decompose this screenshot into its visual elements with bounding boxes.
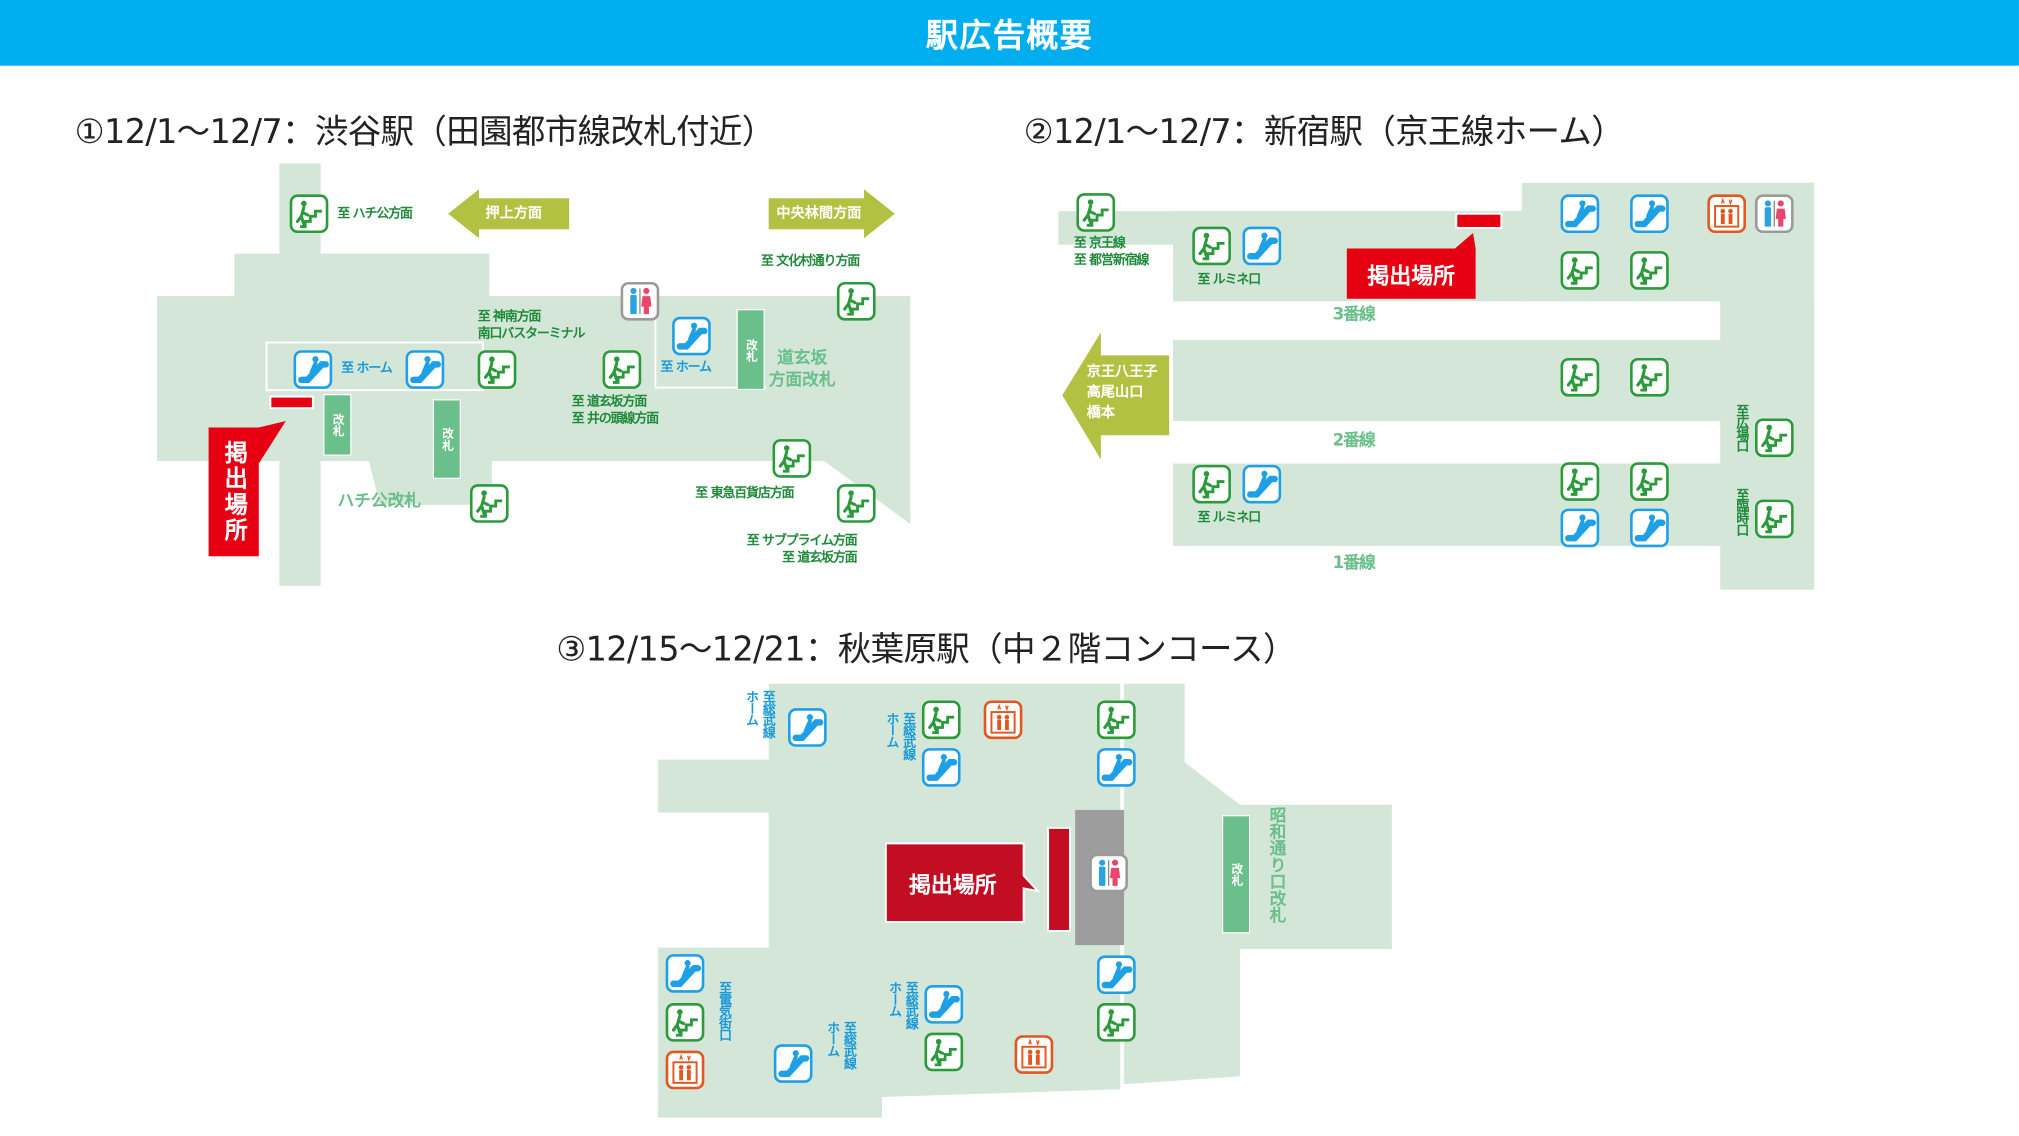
label-subprime: 至 サブプライム方面 至 道玄坂方面 [746,534,858,566]
stairs-icon [665,1003,705,1042]
akihabara-map [657,683,1392,1118]
label-track-1: 1番線 [1332,553,1376,573]
stairs-icon [289,194,329,234]
stairs-icon [836,484,876,523]
escalator-icon [1630,194,1669,234]
escalator-icon [788,708,827,747]
label-to-platform: 至 ホーム [660,360,712,375]
label-tokyu: 至 東急百貨店方面 [695,486,794,501]
stairs-icon [924,1032,964,1072]
label-sobu-platform: 至総武線 ホーム [883,712,915,760]
stairs-icon [1630,251,1669,290]
escalator-icon [924,985,964,1024]
label-track-3: 3番線 [1332,305,1376,325]
shibuya-title: ①12/1～12/7：渋谷駅（田園都市線改札付近） [74,113,776,152]
escalator-icon [1097,748,1136,787]
label-hachiko-direction: 至 ハチ公方面 [337,207,413,222]
escalator-icon [773,1044,813,1083]
stairs-icon [1754,418,1794,458]
label-dogenzaka-gate: 道玄坂 方面改札 [768,348,836,391]
elevator-icon [983,700,1023,740]
chuorinkan-arrow-label: 中央林間方面 [776,204,862,222]
oshiage-arrow-label: 押上方面 [485,204,543,222]
ticket-gate: 改札 [1221,815,1251,934]
label-rinji-exit: 至臨時口 [1733,488,1748,536]
escalator-icon [665,954,705,993]
page-title: 駅広告概要 [925,16,1094,54]
label-dogenzaka-inokashira: 至 道玄坂方面 至 井の頭線方面 [571,395,659,427]
stairs-icon [1097,700,1136,740]
stairs-icon [477,350,517,389]
stairs-icon [1192,226,1231,266]
stairs-icon [1192,464,1231,504]
escalator-icon [921,748,961,787]
escalator-icon [672,316,711,356]
escalator-icon [1560,194,1600,234]
shinjuku-map [1058,182,1815,590]
escalator-icon [1630,508,1669,548]
label-showa-dori-gate: 昭和通り口改札 [1265,806,1286,924]
ad-location-callout: 掲出場所 [1367,263,1455,290]
ad-callout-shape [208,421,286,557]
elevator-icon [1707,194,1746,234]
restroom-icon [1754,194,1794,234]
stairs-icon [1754,499,1794,539]
label-sobu-platform: 至総武線 ホーム [824,1021,855,1069]
restroom-icon [1089,853,1128,893]
stairs-icon [1076,193,1116,232]
header-bar: 駅広告概要 [0,0,2019,66]
stairs-icon [921,700,961,740]
stairs-icon [1560,251,1600,290]
stairs-icon [1560,357,1600,397]
label-keio-toei: 至 京王線 至 都営新宿線 [1073,236,1150,268]
escalator-icon [1242,464,1282,504]
label-denkigai-exit: 至電気街口 [715,981,731,1041]
escalator-icon [1097,955,1136,995]
label-bunkamura: 至 文化村通り方面 [760,254,860,270]
akihabara-title: ③12/15～12/21：秋葉原駅（中２階コンコース） [556,630,1296,670]
elevator-icon [665,1050,705,1090]
label-hiroba-exit: 至広場口 [1733,404,1748,452]
escalator-icon [405,350,445,389]
label-track-2: 2番線 [1332,431,1376,451]
ad-location-callout: 掲出場所 [220,440,248,544]
shinjuku-title: ②12/1～12/7：新宿駅（京王線ホーム） [1023,113,1625,152]
ticket-gate: 改札 [736,309,765,391]
stairs-icon [602,350,642,389]
stairs-icon [1560,462,1600,501]
label-lumine: 至 ルミネ口 [1197,511,1261,526]
stairs-icon [836,281,876,321]
stairs-icon [469,484,509,523]
restroom-icon [620,281,660,321]
escalator-icon [1242,226,1282,266]
ad-location-callout: 掲出場所 [909,872,997,899]
stairs-icon [1630,462,1669,501]
ticket-gate: 改札 [323,394,352,456]
escalator-icon [293,350,333,389]
label-to-platform: 至 ホーム [341,361,392,376]
label-hachiko-gate: ハチ公改札 [337,491,422,512]
keio-hachioji-arrow-label: 京王八王子 高尾山口 橋本 [1086,363,1158,422]
stairs-icon [1630,357,1669,397]
stairs-icon [772,439,812,478]
escalator-icon [1560,508,1600,548]
label-jinnan: 至 神南方面 南口バスターミナル [477,310,586,342]
elevator-icon [1014,1035,1054,1074]
stairs-icon [1097,1003,1136,1042]
shibuya-map [157,163,911,586]
ticket-gate: 改札 [432,399,461,479]
label-lumine: 至 ルミネ口 [1197,272,1261,288]
label-sobu-platform: 至総武線 ホーム [885,981,917,1029]
label-sobu-platform: 至総武線 ホーム [742,690,774,738]
